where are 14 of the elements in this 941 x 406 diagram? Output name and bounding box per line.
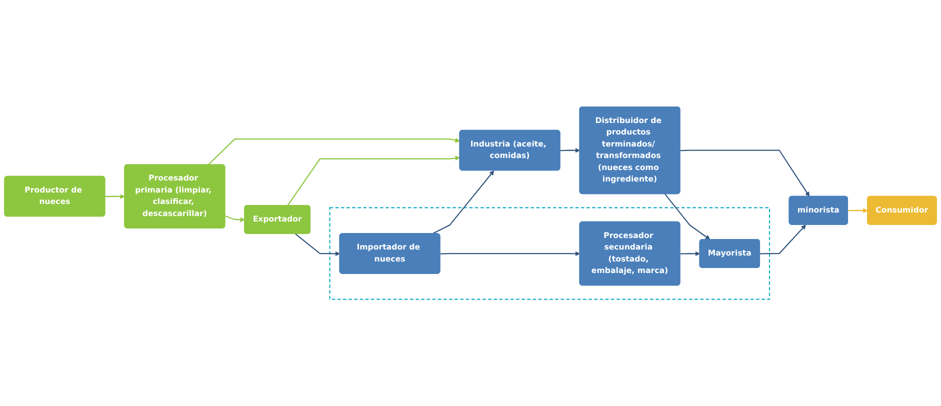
arrow — [432, 170, 494, 234]
arrow — [287, 156, 460, 206]
cluster — [329, 207, 770, 300]
arrow — [760, 224, 806, 254]
arrow — [680, 150, 810, 197]
arrow — [848, 208, 868, 213]
arrow — [560, 148, 580, 153]
arrow — [295, 234, 340, 256]
arrow — [440, 251, 580, 256]
arrow — [208, 138, 460, 166]
arrow — [225, 215, 245, 222]
arrow — [105, 194, 125, 199]
arrow — [680, 251, 700, 256]
arrow — [664, 194, 710, 240]
